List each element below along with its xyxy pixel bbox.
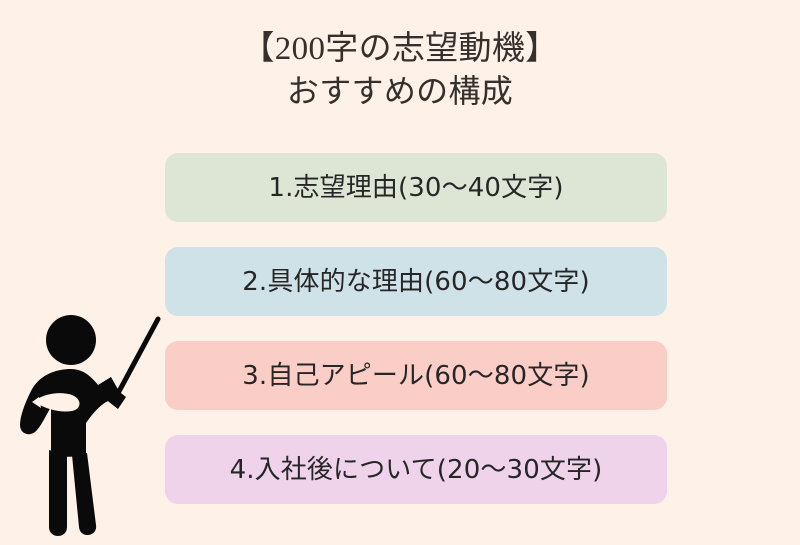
pointer-stick-icon <box>113 316 161 400</box>
structure-step-4-label: 4.入社後について(20〜30文字) <box>229 454 603 485</box>
presenter-figure-icon <box>20 315 161 536</box>
structure-step-3-label: 3.自己アピール(60〜80文字) <box>242 360 590 391</box>
presenter-illustration <box>20 315 161 536</box>
presenter-head-icon <box>46 315 96 365</box>
structure-step-2[interactable]: 2.具体的な理由(60〜80文字) <box>165 247 667 316</box>
structure-step-3[interactable]: 3.自己アピール(60〜80文字) <box>165 341 667 410</box>
structure-step-1[interactable]: 1.志望理由(30〜40文字) <box>165 153 667 222</box>
title-line-1: 【200字の志望動機】 <box>241 31 559 67</box>
structure-step-list: 1.志望理由(30〜40文字) 2.具体的な理由(60〜80文字) 3.自己アピ… <box>165 153 667 504</box>
presenter-left-leg-icon <box>49 450 67 536</box>
title-line-2: おすすめの構成 <box>286 72 514 109</box>
presenter-hand-tip-gap-icon <box>32 397 41 408</box>
structure-step-1-label: 1.志望理由(30〜40文字) <box>268 172 564 203</box>
presenter-right-leg-icon <box>72 453 97 536</box>
presenter-folded-arm-gap-icon <box>36 393 80 412</box>
presenter-hand-icon <box>100 383 126 409</box>
structure-step-4[interactable]: 4.入社後について(20〜30文字) <box>165 435 667 504</box>
page-title: 【200字の志望動機】 おすすめの構成 <box>0 28 800 112</box>
presenter-torso-icon <box>20 369 120 457</box>
structure-step-2-label: 2.具体的な理由(60〜80文字) <box>242 266 590 297</box>
